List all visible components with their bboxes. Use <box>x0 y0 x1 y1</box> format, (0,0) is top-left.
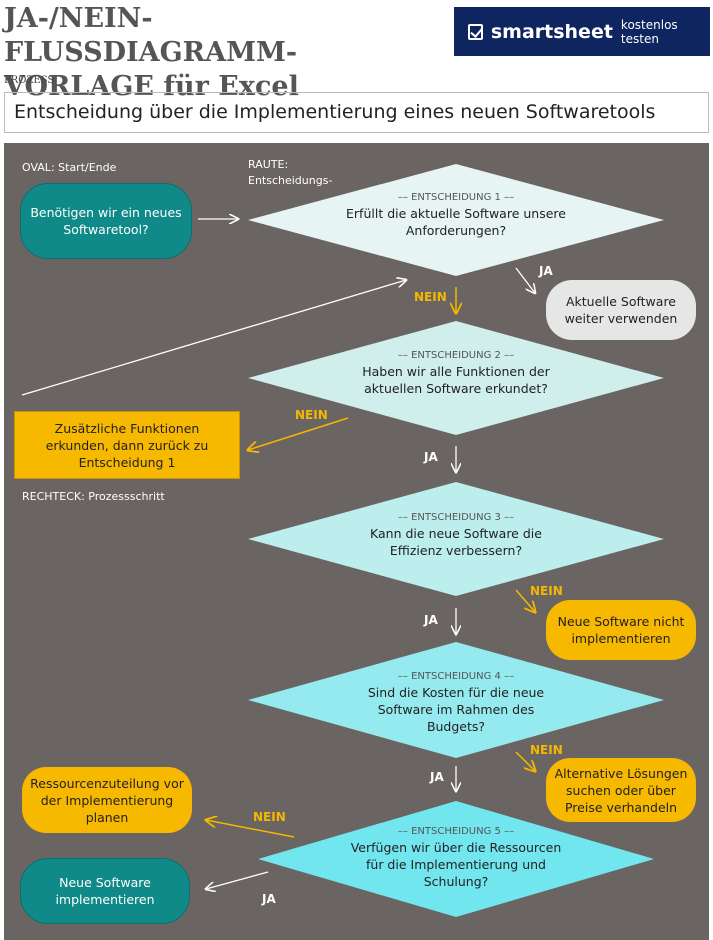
alternatives-oval[interactable]: Alternative Lösungen suchen oder über Pr… <box>546 758 696 822</box>
smartsheet-banner[interactable]: smartsheet kostenlos testen <box>454 7 710 56</box>
decision-4-question: Sind die Kosten für die neue Software im… <box>367 685 545 734</box>
arrow-d5-no <box>206 820 295 838</box>
not-implement-text: Neue Software nicht implementieren <box>557 614 685 646</box>
decision-3-label: –– ENTSCHEIDUNG 3 –– <box>397 512 515 523</box>
d3-yes-label: JA <box>424 613 438 627</box>
decision-1-diamond[interactable] <box>248 164 664 276</box>
d1-yes-label: JA <box>539 264 553 278</box>
legend-diamond-line1: RAUTE: <box>248 158 289 171</box>
not-implement-oval[interactable]: Neue Software nicht implementieren <box>546 600 696 660</box>
decision-3-diamond[interactable] <box>248 482 664 596</box>
decision-2-text: –– ENTSCHEIDUNG 2 –– Haben wir alle Funk… <box>336 349 576 397</box>
arrow-d2-no <box>248 417 349 450</box>
implement-text: Neue Software implementieren <box>55 875 155 907</box>
decision-4-diamond[interactable] <box>248 642 664 758</box>
arrow-d5-yes <box>206 871 269 889</box>
decision-1-question: Erfüllt die aktuelle Software unsere Anf… <box>346 206 566 238</box>
arrow-d3-no <box>515 589 535 612</box>
decision-1-text: –– ENTSCHEIDUNG 1 –– Erfüllt die aktuell… <box>336 191 576 239</box>
legend-oval: OVAL: Start/Ende <box>22 161 117 174</box>
d4-no-label: NEIN <box>530 743 563 757</box>
decision-5-diamond[interactable] <box>258 801 654 917</box>
process-heading[interactable]: Entscheidung über die Implementierung ei… <box>4 92 709 133</box>
keep-current-oval[interactable]: Aktuelle Software weiter verwenden <box>546 280 696 340</box>
d1-no-label: NEIN <box>414 290 447 304</box>
decision-4-label: –– ENTSCHEIDUNG 4 –– <box>397 671 515 682</box>
explore-features-text: Zusätzliche Funktionen erkunden, dann zu… <box>45 420 209 470</box>
brand-name: smartsheet <box>490 20 613 43</box>
keep-current-text: Aktuelle Software weiter verwenden <box>564 294 678 326</box>
decision-2-question: Haben wir alle Funktionen der aktuellen … <box>362 364 550 396</box>
section-label: PROZESS <box>4 75 55 86</box>
arrow-loop-to-d1 <box>21 280 406 396</box>
arrow-d1-yes <box>515 267 535 293</box>
d2-no-label: NEIN <box>295 408 328 422</box>
decision-5-label: –– ENTSCHEIDUNG 5 –– <box>397 826 515 837</box>
d5-no-label: NEIN <box>253 810 286 824</box>
legend-rect: RECHTECK: Prozessschritt <box>22 490 165 503</box>
d5-yes-label: JA <box>262 892 276 906</box>
plan-resources-text: Ressourcenzuteilung vor der Implementier… <box>30 775 184 825</box>
plan-resources-oval[interactable]: Ressourcenzuteilung vor der Implementier… <box>22 767 192 833</box>
brand-cta: kostenlos testen <box>620 17 678 46</box>
d4-yes-label: JA <box>430 770 444 784</box>
d2-yes-label: JA <box>424 450 438 464</box>
decision-3-question: Kann die neue Software die Effizienz ver… <box>370 526 542 558</box>
decision-5-text: –– ENTSCHEIDUNG 5 –– Verfügen wir über d… <box>346 825 566 890</box>
explore-features-rect[interactable]: Zusätzliche Funktionen erkunden, dann zu… <box>14 411 240 479</box>
start-oval[interactable]: Benötigen wir ein neues Softwaretool? <box>20 183 192 259</box>
decision-3-text: –– ENTSCHEIDUNG 3 –– Kann die neue Softw… <box>344 511 568 559</box>
page-title: JA-/NEIN-FLUSSDIAGRAMM-VORLAGE für Excel <box>4 3 299 102</box>
decision-4-text: –– ENTSCHEIDUNG 4 –– Sind die Kosten für… <box>354 670 558 735</box>
arrow-d4-no <box>515 751 535 771</box>
alternatives-text: Alternative Lösungen suchen oder über Pr… <box>554 765 688 815</box>
d3-no-label: NEIN <box>530 584 563 598</box>
implement-oval[interactable]: Neue Software implementieren <box>20 858 190 924</box>
decision-2-label: –– ENTSCHEIDUNG 2 –– <box>397 350 515 361</box>
start-text: Benötigen wir ein neues Softwaretool? <box>30 205 182 237</box>
legend-diamond-line2: Entscheidungs- <box>248 174 333 187</box>
decision-2-diamond[interactable] <box>248 321 664 435</box>
checkmark-logo-icon <box>468 23 483 40</box>
decision-1-label: –– ENTSCHEIDUNG 1 –– <box>397 192 515 203</box>
decision-5-question: Verfügen wir über die Ressourcen für die… <box>350 840 562 889</box>
